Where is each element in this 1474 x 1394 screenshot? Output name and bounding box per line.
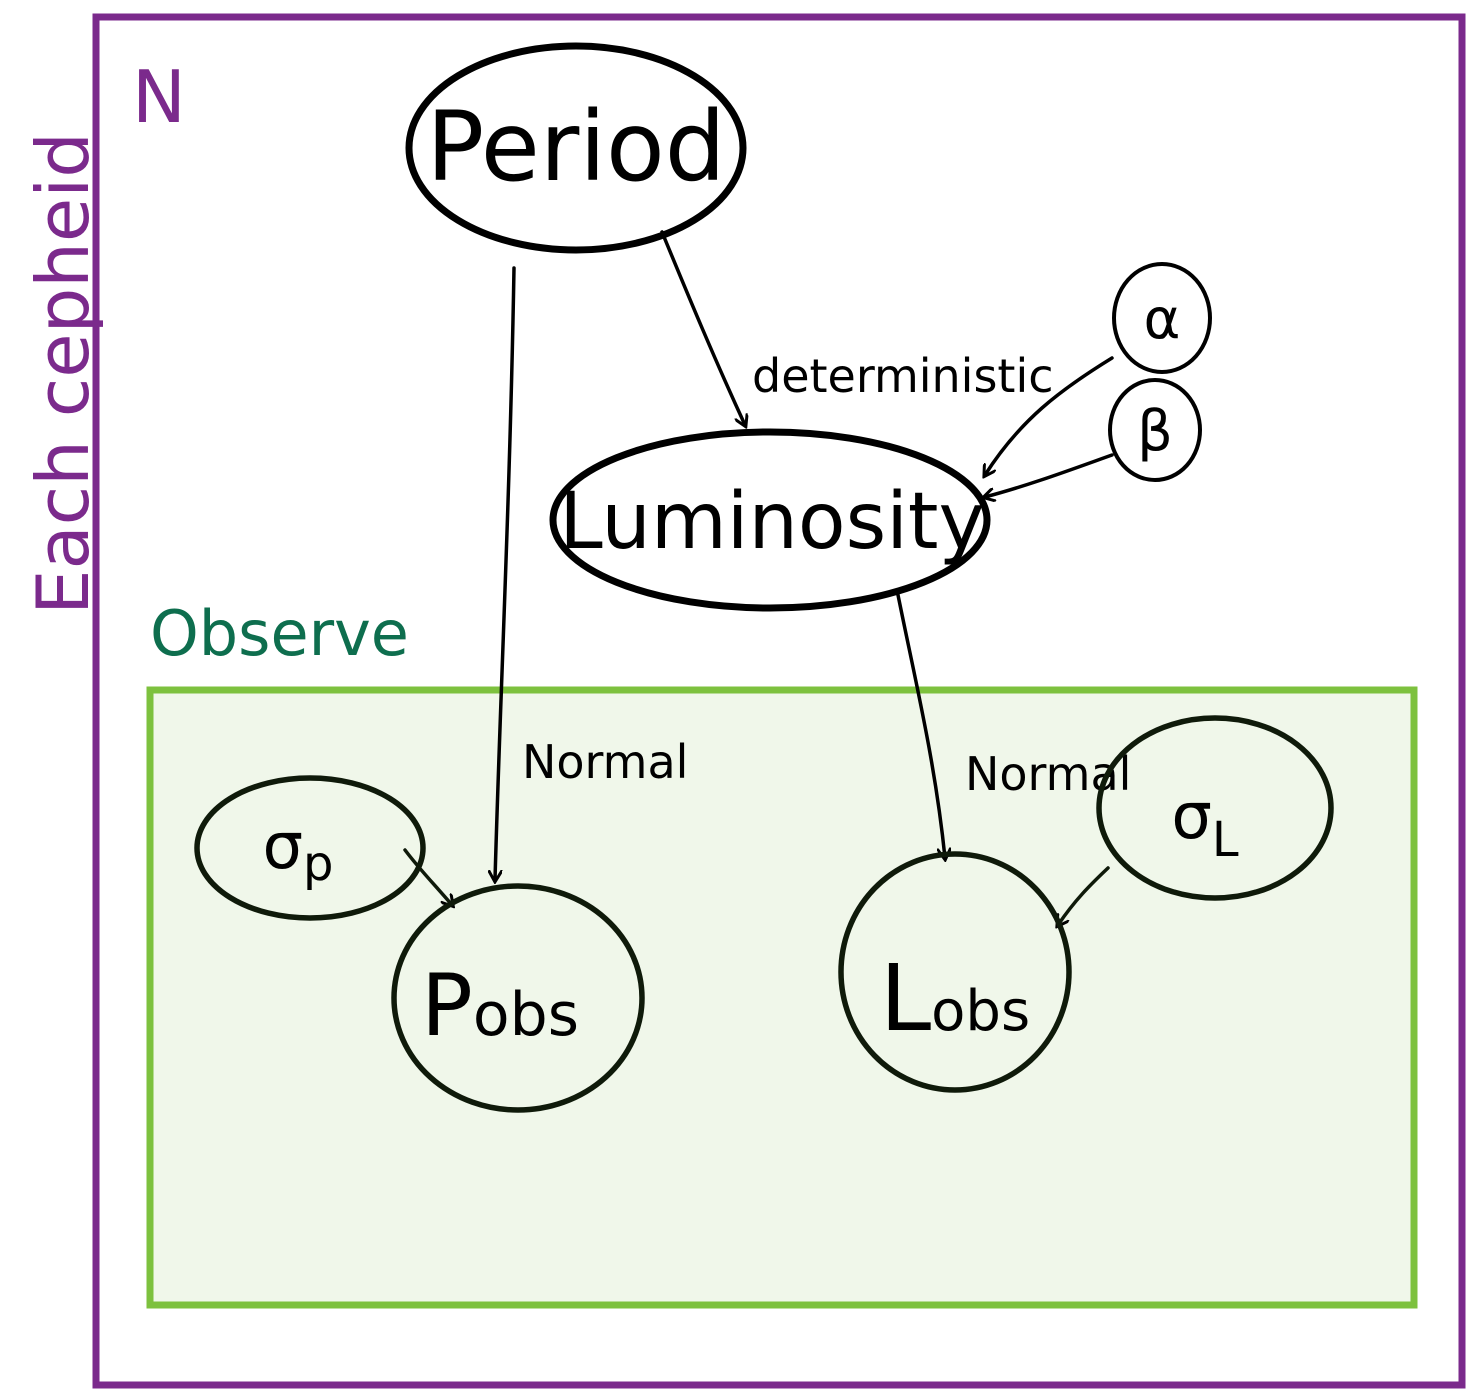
node-sigma-p-shape xyxy=(194,775,426,921)
node-sigma-l-shape xyxy=(1096,715,1334,901)
node-beta-shape xyxy=(1108,378,1202,482)
sigma-p-sub: p xyxy=(303,836,333,892)
node-l-obs-label: Lobs xyxy=(880,945,1030,1052)
node-period-label: Period xyxy=(426,91,725,203)
sigma-p-symbol: σ xyxy=(262,810,303,884)
edge-alpha-to-luminosity xyxy=(985,356,1114,475)
node-luminosity-shape xyxy=(549,428,991,612)
node-l-obs-shape xyxy=(838,851,1072,1093)
node-sigma-p-label: σp xyxy=(262,810,333,892)
node-sigma-p: σp xyxy=(194,775,426,921)
node-p-obs: Pobs xyxy=(391,883,645,1113)
node-beta-label: β xyxy=(1137,399,1173,464)
edge-period-to-luminosity xyxy=(660,230,745,425)
node-p-obs-label: Pobs xyxy=(421,956,579,1056)
p-obs-main: P xyxy=(421,956,473,1056)
node-period: Period xyxy=(405,42,747,254)
l-obs-main: L xyxy=(880,945,931,1052)
node-p-obs-shape xyxy=(391,883,645,1113)
sigma-l-sub: L xyxy=(1212,812,1239,868)
node-period-shape xyxy=(405,42,747,254)
edge-sigmap-to-pobs xyxy=(403,848,452,905)
observe-plate-label: Observe xyxy=(150,597,409,670)
node-luminosity-label: Luminosity xyxy=(559,477,984,567)
node-alpha-shape xyxy=(1112,262,1212,374)
l-obs-sub: obs xyxy=(931,979,1030,1044)
observe-plate xyxy=(146,686,1418,1309)
edge-label-normal-pobs: Normal xyxy=(522,735,688,789)
sigma-l-symbol: σ xyxy=(1171,780,1212,854)
plate-letter-n: N xyxy=(132,55,186,139)
outer-plate xyxy=(92,13,1466,1389)
node-beta: β xyxy=(1108,378,1202,482)
node-sigma-l: σL xyxy=(1096,715,1334,901)
edge-period-to-pobs xyxy=(495,266,516,880)
outer-plate-label: Each cepheid xyxy=(21,132,105,615)
node-l-obs: Lobs xyxy=(838,851,1072,1093)
edge-label-normal-lobs: Normal xyxy=(965,747,1131,801)
edge-label-deterministic: deterministic xyxy=(752,349,1054,403)
edge-beta-to-luminosity xyxy=(985,453,1114,497)
p-obs-sub: obs xyxy=(473,980,579,1050)
edge-sigmal-to-lobs xyxy=(1058,866,1110,925)
node-sigma-l-label: σL xyxy=(1171,780,1239,868)
node-luminosity: Luminosity xyxy=(549,428,991,612)
node-alpha: α xyxy=(1112,262,1212,374)
edge-luminosity-to-lobs xyxy=(895,588,945,858)
node-alpha-label: α xyxy=(1144,287,1181,352)
